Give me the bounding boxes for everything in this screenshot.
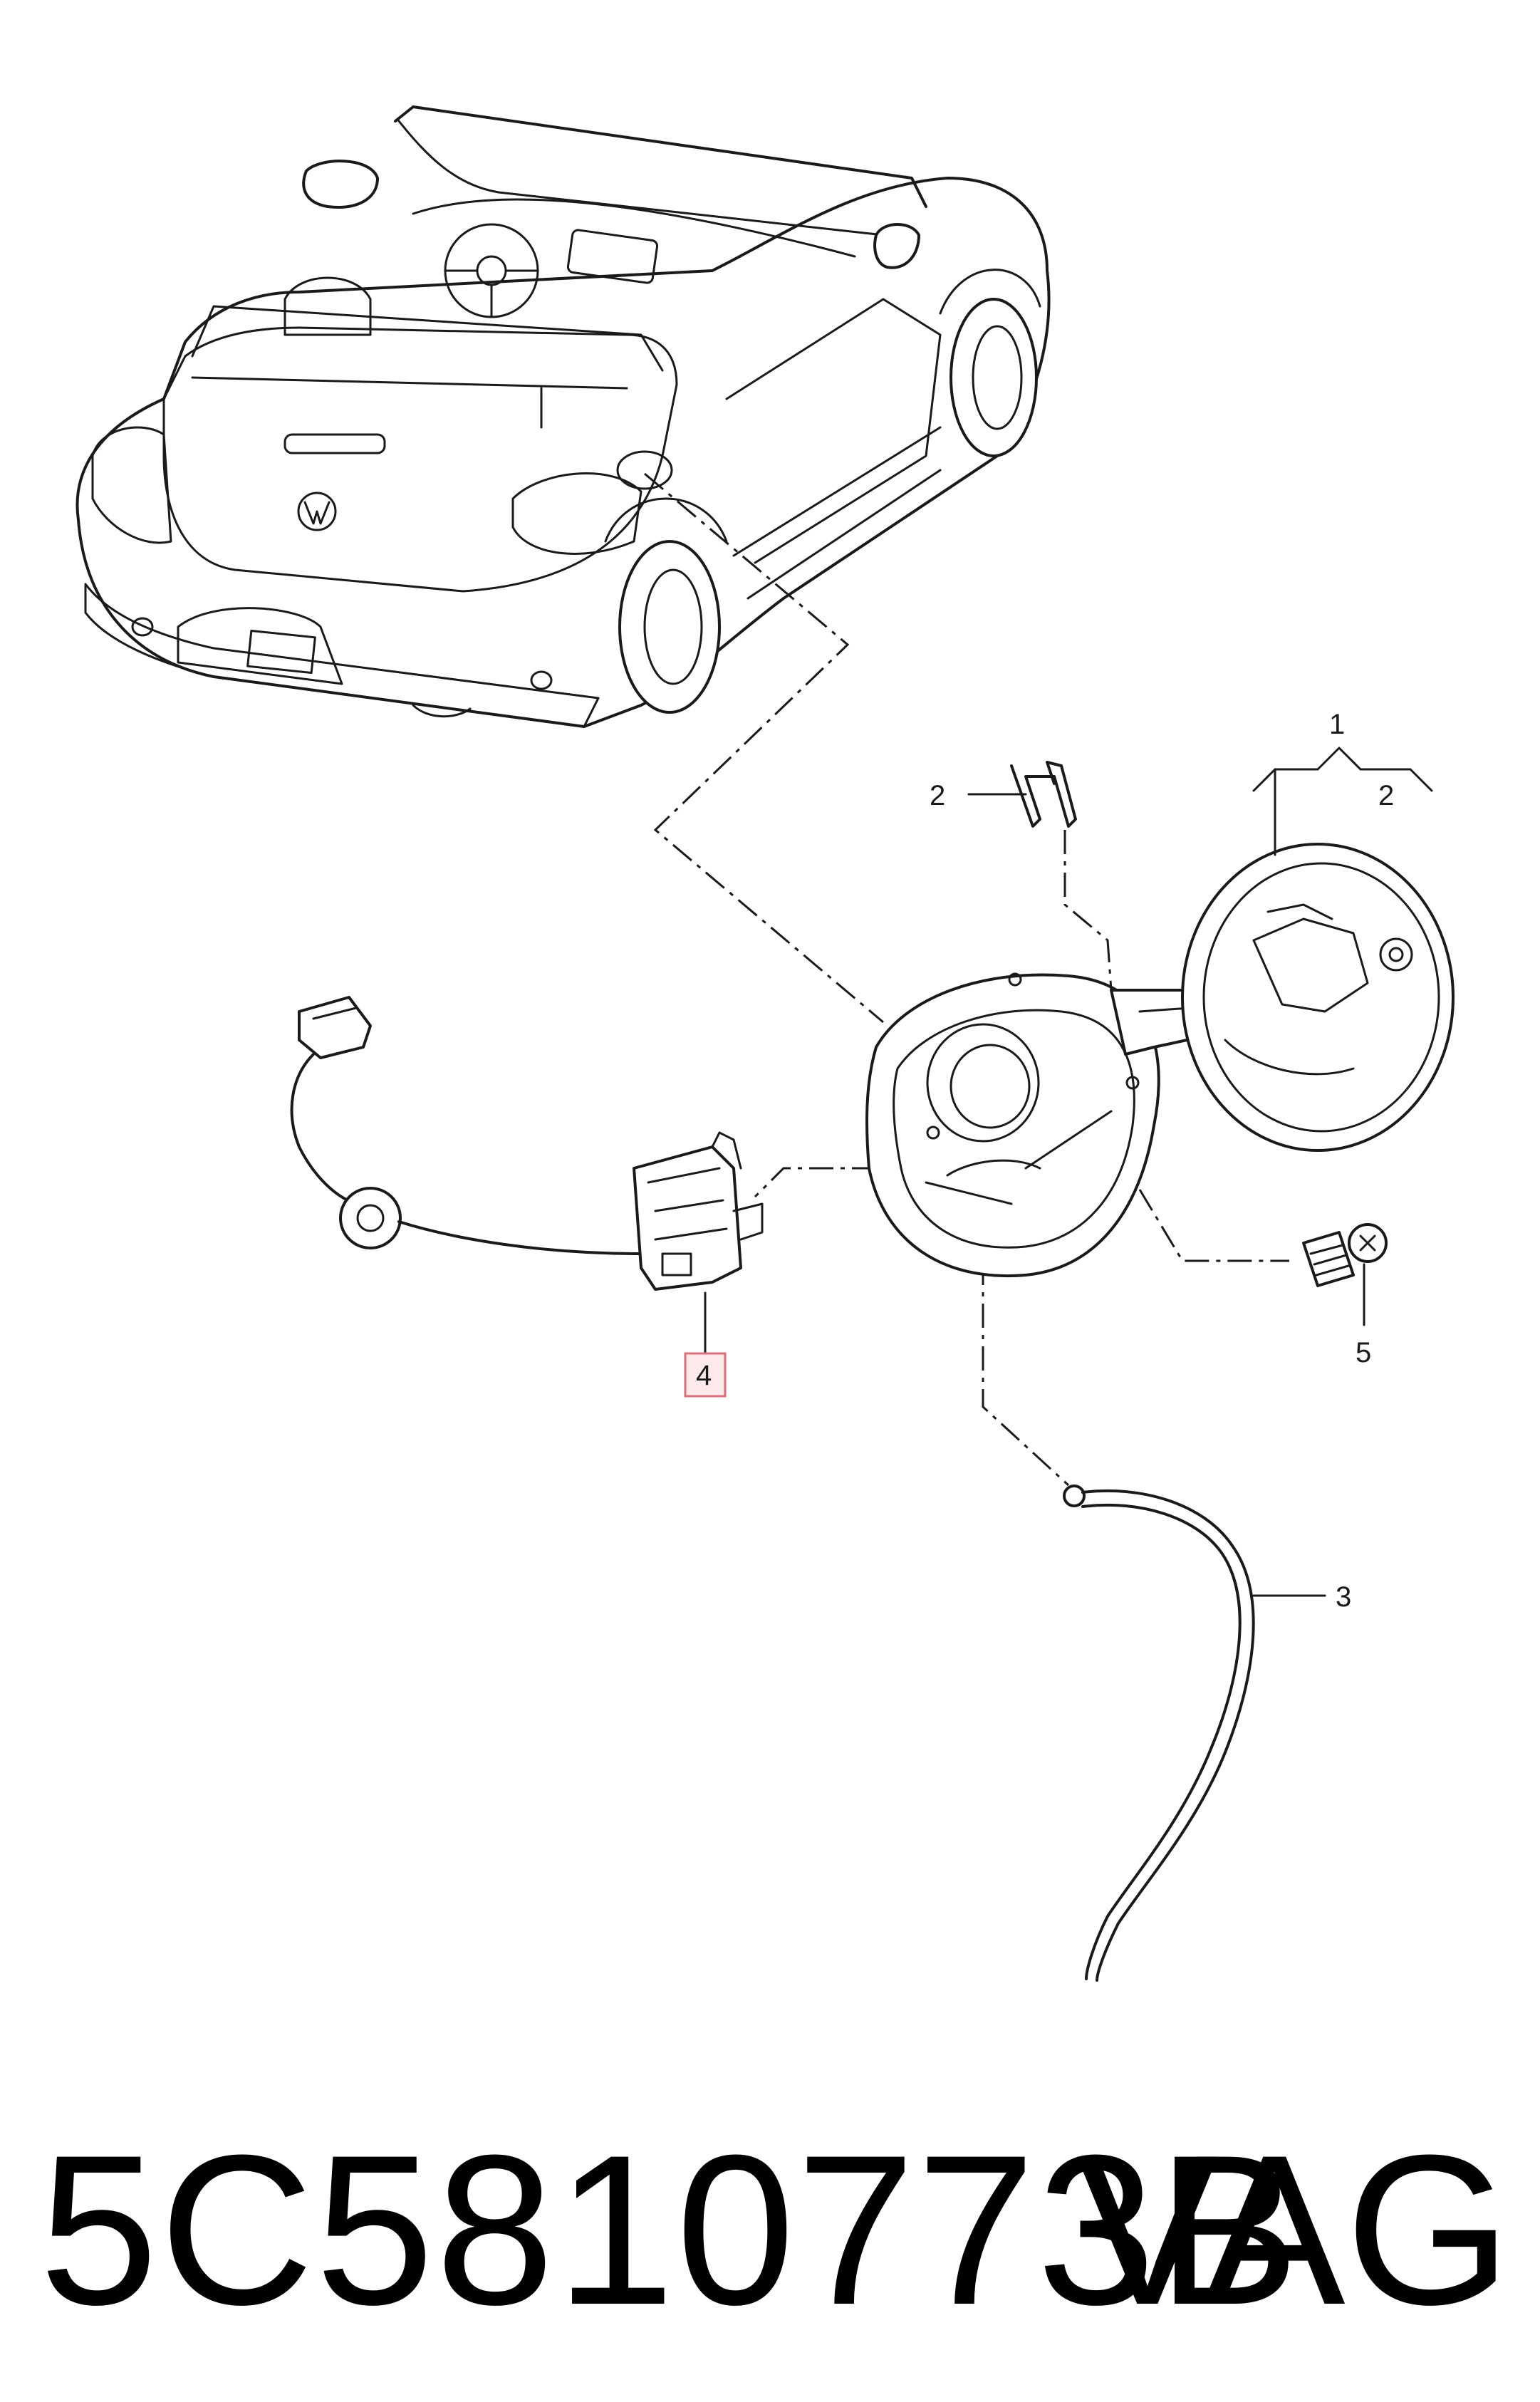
callout-5: 5: [1356, 1263, 1371, 1368]
callout-label-1: 1: [1329, 709, 1345, 740]
bolt-part: [1302, 1223, 1388, 1287]
callout-1: 1: [1252, 709, 1433, 856]
drain-hose-part: [1063, 1485, 1255, 1982]
callout-label-2b: 2: [1378, 780, 1394, 811]
callout-label-4: 4: [696, 1360, 712, 1391]
callout-label-5: 5: [1356, 1337, 1371, 1368]
fuel-flap-assembly: [865, 843, 1455, 1278]
callout-label-3: 3: [1336, 1581, 1351, 1613]
parts-diagram: 1 2 2 3 4 5: [76, 105, 1455, 1982]
callout-2b: 2: [1378, 780, 1394, 811]
callout-4: 4: [684, 1291, 727, 1398]
callout-highlight-box: [684, 1352, 727, 1398]
car-illustration: [76, 105, 1051, 728]
spring-clip-part: [1010, 761, 1077, 828]
callout-3: 3: [1252, 1581, 1351, 1613]
part-number: 5C5810773B: [39, 2110, 1301, 2349]
brand-label: VAG: [1076, 2110, 1512, 2349]
callout-label-2a: 2: [930, 780, 945, 811]
footer: 5C5810773B VAG: [0, 2087, 1540, 2386]
callout-2a: 2: [930, 780, 1113, 991]
actuator-part: [290, 996, 764, 1291]
